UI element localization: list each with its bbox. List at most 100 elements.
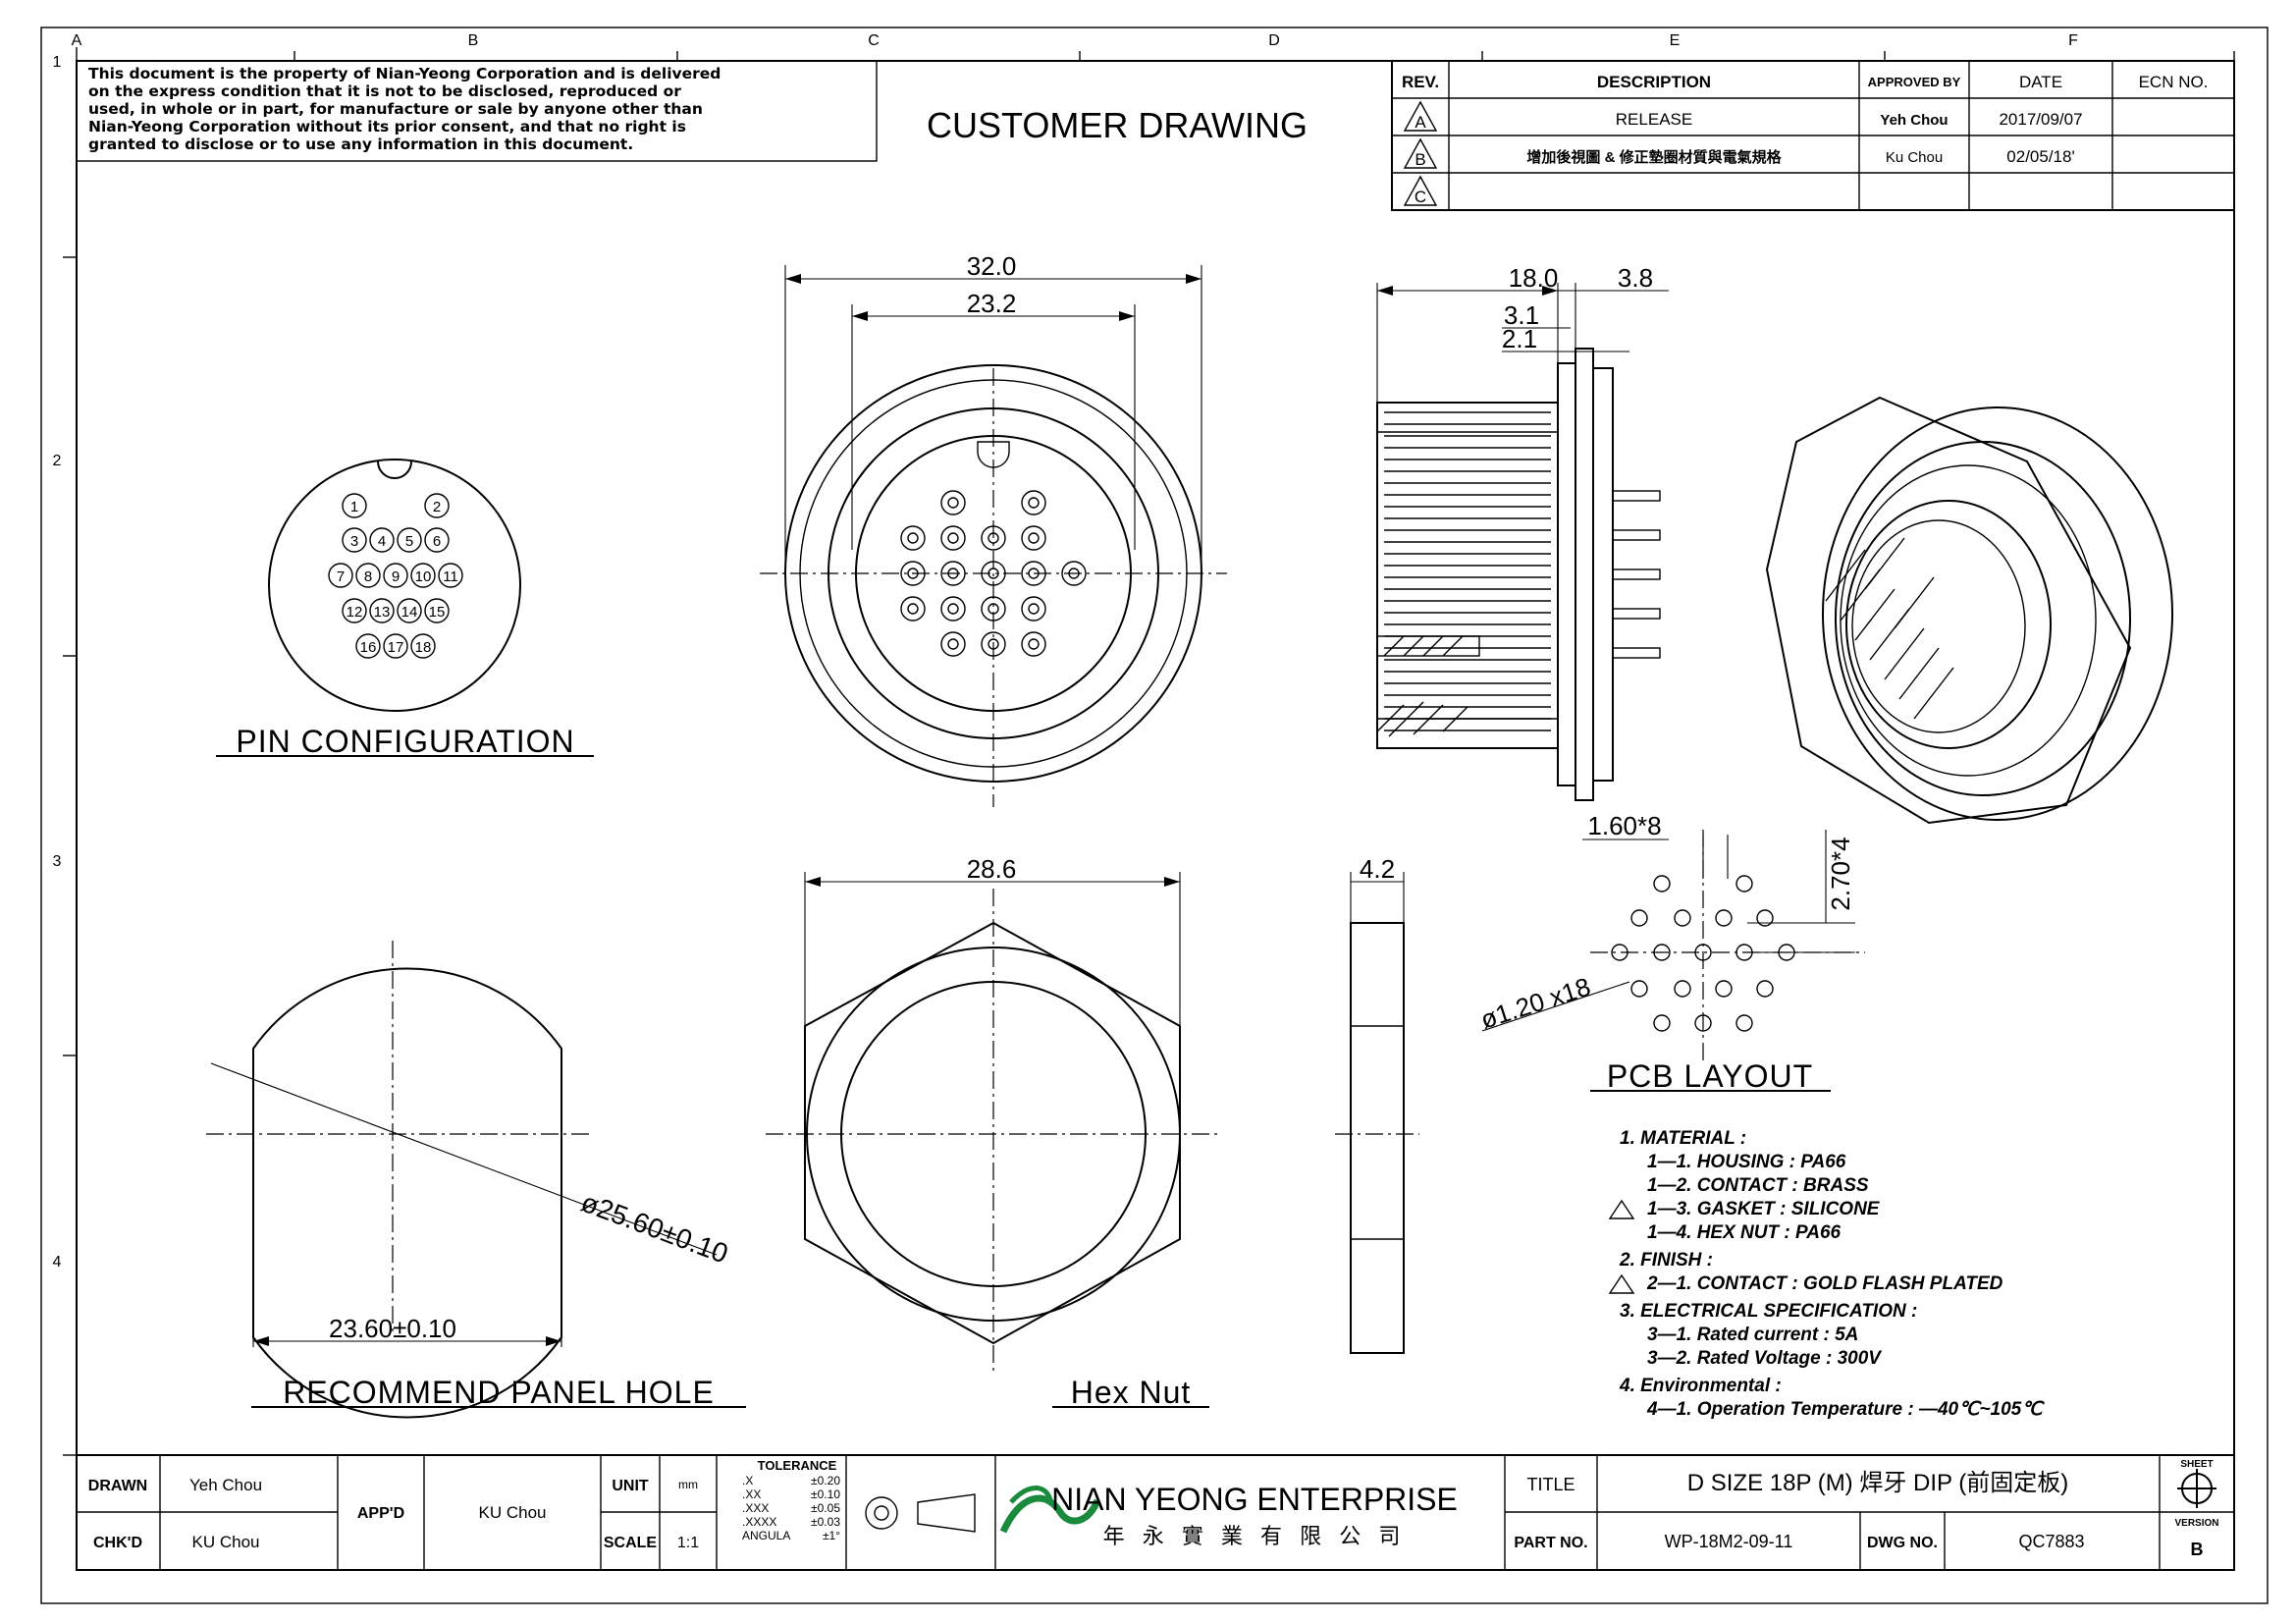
- grid-row-1: 1: [53, 54, 62, 71]
- pin-number: 7: [337, 568, 345, 585]
- note-line: 1—4. HEX NUT : PA66: [1647, 1222, 1842, 1243]
- version-label: VERSION: [2174, 1518, 2218, 1529]
- front-pin-outer: [940, 525, 966, 551]
- note-line: 3. ELECTRICAL SPECIFICATION :: [1620, 1301, 1917, 1322]
- pin-position: [369, 598, 395, 623]
- pin-position: [424, 598, 450, 623]
- note-line: 1—3. GASKET : SILICONE: [1647, 1199, 1881, 1219]
- ecn-header: ECN NO.: [2139, 73, 2209, 91]
- drawn-label: DRAWN: [88, 1478, 147, 1494]
- grid-row-labels: 1 2 3 4: [53, 54, 62, 1271]
- tolerance-key: .XXXX: [742, 1515, 776, 1529]
- front-pin-outer: [981, 631, 1006, 657]
- pin-position: [410, 563, 436, 588]
- pin-position: [355, 633, 381, 659]
- unit-label: UNIT: [612, 1478, 649, 1494]
- front-pin-inner: [988, 568, 999, 579]
- hex-nut-side-view: 4.2: [1335, 854, 1419, 1354]
- front-pin-inner: [988, 638, 999, 650]
- rev-a-date: 2017/09/07: [1999, 110, 2082, 129]
- side-view: 18.0 3.8 3.1 2.1: [1376, 263, 1669, 801]
- sheet-label: SHEET: [2180, 1459, 2213, 1470]
- checked-value: KU Chou: [192, 1533, 260, 1551]
- drawn-value: Yeh Chou: [189, 1476, 262, 1494]
- pcb-hole: [1611, 944, 1629, 961]
- pin-position: [383, 563, 408, 588]
- pin-position: [369, 527, 395, 553]
- front-pin-outer: [1021, 490, 1046, 515]
- grid-col-f: F: [2068, 32, 2078, 49]
- note-line: 1—1. HOUSING : PA66: [1647, 1152, 1846, 1172]
- pin-number: 13: [374, 604, 391, 621]
- checked-label: CHK'D: [93, 1535, 142, 1551]
- front-pin-inner: [907, 532, 919, 544]
- approved-header: APPROVED BY: [1868, 75, 1961, 89]
- projection-symbol: [865, 1493, 976, 1533]
- pcb-hole: [1694, 944, 1712, 961]
- pin-number: 12: [347, 604, 363, 621]
- note-line: 2. FINISH :: [1619, 1250, 1713, 1271]
- tolerance-key: .XX: [742, 1488, 761, 1501]
- sheet-crosshair-icon: [2177, 1469, 2216, 1508]
- front-pin-outer: [940, 596, 966, 622]
- grid-ticks: [63, 47, 2235, 1456]
- inner-border: [76, 60, 2235, 1571]
- pin-number: 8: [364, 568, 372, 585]
- front-pin-outer: [900, 561, 926, 586]
- pcb-hole: [1735, 1014, 1753, 1032]
- pcb-hole: [1674, 980, 1691, 998]
- pin-position: [397, 527, 422, 553]
- pin-position: [438, 563, 463, 588]
- revision-table: REV. DESCRIPTION APPROVED BY DATE ECN NO…: [1391, 60, 2235, 211]
- tolerance-value: ±0.05: [811, 1501, 840, 1515]
- front-pin-inner: [947, 497, 959, 509]
- confidentiality-notice: This document is the property of Nian-Ye…: [76, 60, 878, 162]
- pcb-pitch-y: 2.70*4: [1826, 837, 1855, 910]
- pin-position: [424, 527, 450, 553]
- pin-number: 6: [433, 533, 441, 550]
- title-label: TITLE: [1526, 1475, 1575, 1494]
- pcb-hole: [1653, 944, 1671, 961]
- front-pin-inner: [1028, 603, 1040, 615]
- pin-number: 9: [392, 568, 400, 585]
- note-line: 1. MATERIAL :: [1620, 1128, 1746, 1149]
- tolerance-key: ANGULA: [742, 1529, 790, 1542]
- rev-header: REV.: [1402, 73, 1439, 91]
- scale-value: 1:1: [677, 1535, 699, 1551]
- pin-number: 14: [401, 604, 418, 621]
- drawing-title: CUSTOMER DRAWING: [927, 105, 1308, 145]
- grid-col-e: E: [1670, 32, 1681, 49]
- hex-nut-view: 28.6 Hex Nut: [766, 854, 1222, 1410]
- front-pin-inner: [1028, 532, 1040, 544]
- pcb-hole: [1653, 1014, 1671, 1032]
- hex-nut-label: Hex Nut: [1071, 1375, 1192, 1410]
- pcb-hole: [1630, 980, 1648, 998]
- side-d2-dimension: 2.1: [1502, 324, 1537, 353]
- part-number-value: WP-18M2-09-11: [1665, 1532, 1793, 1551]
- front-pin-outer: [900, 596, 926, 622]
- front-pin-outer: [1061, 561, 1087, 586]
- pcb-hole: [1674, 909, 1691, 927]
- pcb-hole-dimension: ø1.20 x18: [1477, 971, 1594, 1034]
- tolerance-title: TOLERANCE: [758, 1458, 837, 1473]
- grid-col-b: B: [468, 32, 479, 49]
- front-pin-outer: [981, 596, 1006, 622]
- outer-border: [40, 27, 2269, 1604]
- front-view: 32.0 23.2: [760, 251, 1227, 807]
- note-line: 3—1. Rated current : 5A: [1647, 1325, 1858, 1345]
- front-pin-inner: [947, 638, 959, 650]
- note-line: 4—1. Operation Temperature : —40℃~105℃: [1646, 1399, 2045, 1420]
- pin-position: [355, 563, 381, 588]
- title-block: DRAWN Yeh Chou CHK'D KU Chou APP'D KU Ch…: [76, 1454, 2235, 1571]
- version-value: B: [2191, 1540, 2204, 1559]
- front-pin-inner: [1028, 568, 1040, 579]
- pcb-hole: [1694, 1014, 1712, 1032]
- note-line: 1—2. CONTACT : BRASS: [1647, 1175, 1869, 1196]
- rev-c-mark: C: [1415, 188, 1426, 206]
- pin-number: 18: [415, 639, 432, 656]
- approved-value: KU Chou: [479, 1503, 547, 1522]
- pin-position: [410, 633, 436, 659]
- drawing-number-label: DWG NO.: [1867, 1535, 1938, 1551]
- front-pin-outer: [1021, 525, 1046, 551]
